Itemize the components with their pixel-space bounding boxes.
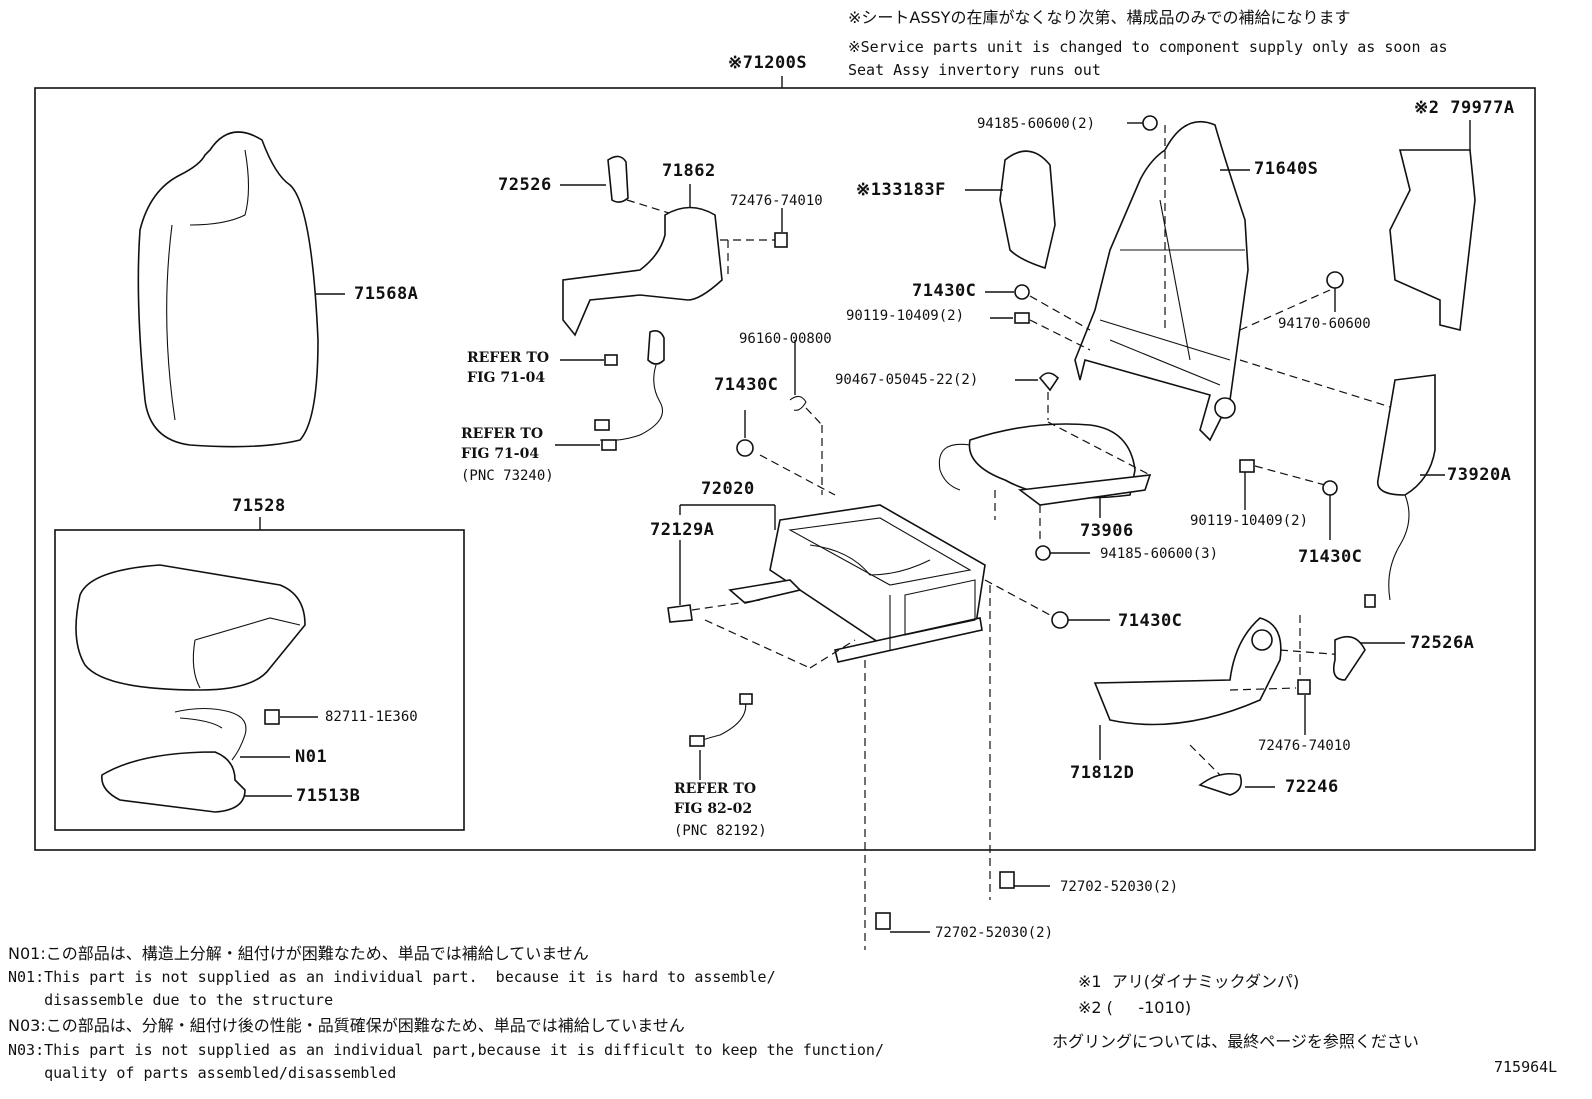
clip-drawing (736, 340, 836, 496)
part-71812d: 71812D (1070, 763, 1135, 783)
footnote-n01-en-line1: N01:This part is not supplied as an indi… (8, 968, 776, 986)
part-94185-upper: 94185-60600(2) (977, 116, 1096, 132)
part-72129a: 72129A (650, 520, 715, 540)
part-90119-upper: 90119-10409(2) (846, 308, 965, 324)
figure-id: 715964L (1494, 1058, 1558, 1076)
assembly-label: ※71200S (728, 53, 808, 73)
harness-drawing (689, 693, 753, 780)
legend-mark2: ※2 ( -1010) (1078, 998, 1192, 1017)
side-panel-73920a-drawing (1364, 374, 1445, 608)
legend-hogring-note: ホグリングについては、最終ページを参照ください (1052, 1032, 1419, 1051)
part-72476-upper: 72476-74010 (730, 193, 823, 209)
part-73920a: 73920A (1447, 465, 1512, 485)
part-71430c-center: 71430C (1118, 611, 1183, 631)
part-71528: 71528 (232, 496, 286, 516)
part-72476-lower: 72476-74010 (1258, 738, 1351, 754)
ref-fig-71-04-b-line3: (PNC 73240) (461, 468, 554, 484)
part-73906: 73906 (1080, 521, 1134, 541)
part-79977a: ※2 79977A (1414, 98, 1515, 118)
footnote-n01-jp: N01:この部品は、構造上分解・組付けが困難なため、単品では補給していません (8, 944, 589, 963)
footnote-n03-en-line1: N03:This part is not supplied as an indi… (8, 1041, 884, 1059)
assembly-frame (34, 87, 1536, 851)
seat-frame-drawing (667, 504, 1051, 950)
seatbelt-buckle-drawing (555, 330, 665, 451)
part-71640s: 71640S (1254, 159, 1319, 179)
pad-33183f-drawing (999, 150, 1056, 270)
legend-mark1: ※1 アリ(ダイナミックダンパ) (1078, 972, 1300, 991)
part-71430c-upper: 71430C (912, 281, 977, 301)
part-71430c-right: 71430C (1298, 547, 1363, 567)
ref-fig-82-02-line1: REFER TO (674, 781, 757, 797)
ref-fig-71-04-a-line1: REFER TO (467, 350, 550, 366)
ref-fig-71-04-a-line2: FIG 71-04 (467, 370, 546, 386)
panel-79977a-drawing (1389, 149, 1476, 331)
notice-en-line2: Seat Assy invertory runs out (848, 61, 1101, 79)
footnote-n01-en-line2: disassemble due to the structure (8, 991, 334, 1009)
part-94170: 94170-60600 (1278, 316, 1371, 332)
part-82711: 82711-1E360 (325, 709, 418, 725)
notice-jp: ※シートASSYの在庫がなくなり次第、構成品のみでの補給になります (848, 8, 1351, 27)
bottom-bolts-drawing (875, 871, 1050, 933)
ref-fig-82-02-line2: FIG 82-02 (674, 801, 753, 817)
part-33183f: ※133183F (856, 180, 946, 200)
notice-en-line1: ※Service parts unit is changed to compon… (848, 38, 1448, 56)
part-72702-lower: 72702-52030(2) (935, 925, 1054, 941)
seatback-cover-drawing (137, 131, 345, 448)
part-72702-upper: 72702-52030(2) (1060, 879, 1179, 895)
part-96160: 96160-00800 (739, 331, 832, 347)
footnote-n03-en-line2: quality of parts assembled/disassembled (8, 1064, 397, 1082)
part-71430c-left: 71430C (714, 375, 779, 395)
cushion-drawing (75, 564, 318, 813)
ref-fig-71-04-b-line2: FIG 71-04 (461, 446, 540, 462)
bolts-right-drawing (1051, 271, 1344, 629)
part-72526a: 72526A (1410, 633, 1475, 653)
side-cover-drawing (560, 155, 788, 337)
part-72246: 72246 (1285, 777, 1339, 797)
part-71513b: 71513B (296, 786, 361, 806)
ref-fig-71-04-b-line1: REFER TO (461, 426, 544, 442)
part-72020: 72020 (701, 479, 755, 499)
ref-fig-82-02-line3: (PNC 82192) (674, 823, 767, 839)
side-cover-right-drawing (1093, 615, 1405, 796)
part-71862: 71862 (662, 161, 716, 181)
part-n01: N01 (295, 747, 328, 767)
cushion-pad-73906-drawing (938, 421, 1152, 561)
bolts-upper-drawing (985, 284, 1091, 420)
part-72526: 72526 (498, 175, 552, 195)
part-94185-lower: 94185-60600(3) (1100, 546, 1219, 562)
part-90467: 90467-05045-22(2) (835, 372, 979, 388)
part-90119-lower: 90119-10409(2) (1190, 513, 1309, 529)
part-71568a: 71568A (354, 284, 419, 304)
footnote-n03-jp: N03:この部品は、分解・組付け後の性能・品質確保が困難なため、単品では補給して… (8, 1016, 685, 1035)
seatback-frame-drawing (1074, 115, 1401, 442)
